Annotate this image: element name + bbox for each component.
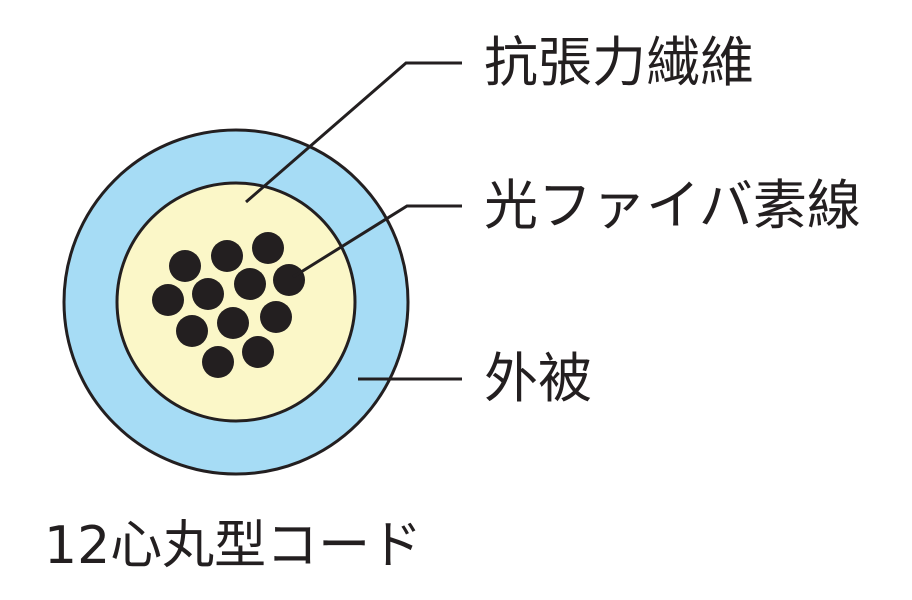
optical-fiber <box>176 315 208 347</box>
optical-fiber <box>169 250 201 282</box>
optical-fiber <box>192 278 224 310</box>
optical-fiber-group <box>152 232 305 378</box>
tensile-fiber-core <box>115 181 357 423</box>
jacket-label: 外被 <box>484 347 592 410</box>
diagram-caption: 12心丸型コード <box>44 516 423 576</box>
optical-fiber <box>202 346 234 378</box>
optical-fiber <box>217 307 249 339</box>
optical-fiber <box>273 264 305 296</box>
optical-fiber <box>152 284 184 316</box>
optical-fiber <box>234 268 266 300</box>
optical-fiber <box>211 240 243 272</box>
optical-fiber <box>242 336 274 368</box>
optical-fiber-label: 光ファイバ素線 <box>484 174 861 237</box>
leader-lines <box>245 61 462 381</box>
optical-fiber-leader-line <box>292 204 462 279</box>
optical-fiber <box>252 232 284 264</box>
tensile-fiber-label: 抗張力繊維 <box>484 31 754 94</box>
optical-fiber <box>260 301 292 333</box>
tensile-fiber-leader-line <box>245 61 462 204</box>
